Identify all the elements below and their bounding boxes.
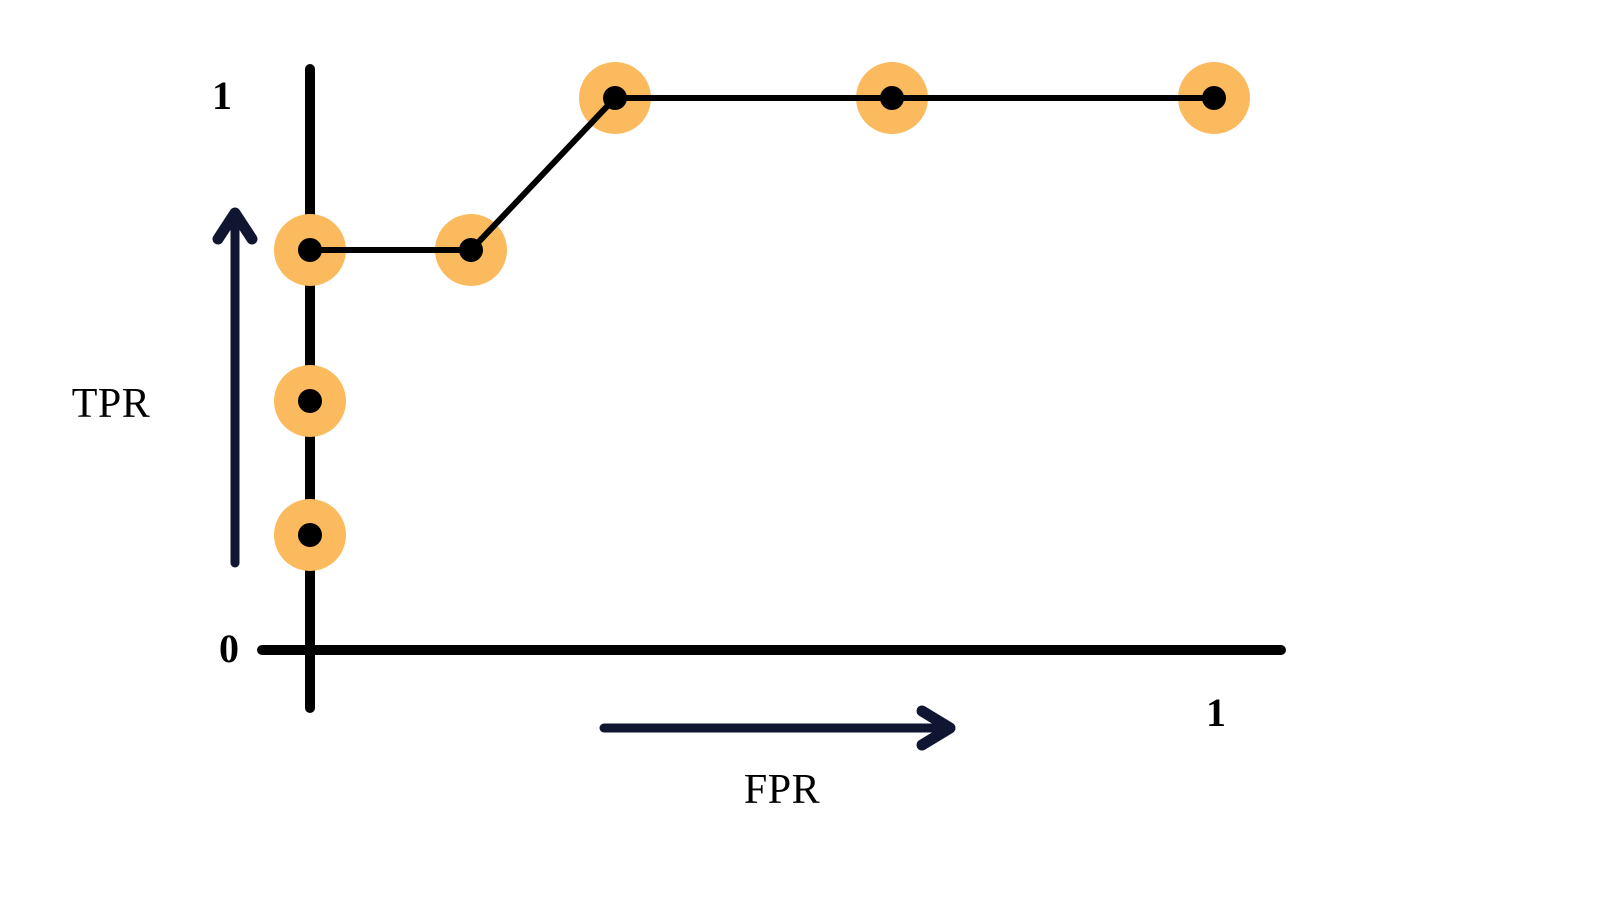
direction-arrows-group [212, 207, 956, 751]
marker-dots-group [298, 86, 1226, 547]
y-axis-min-tick-label: 0 [219, 626, 239, 671]
tpr-up-arrow-icon [212, 207, 258, 568]
fpr-right-arrow-icon [599, 705, 956, 751]
roc-point-marker[interactable] [459, 238, 483, 262]
roc-point-marker[interactable] [1202, 86, 1226, 110]
roc-point-marker[interactable] [298, 238, 322, 262]
roc-point-marker[interactable] [298, 389, 322, 413]
x-axis-max-tick-label: 1 [1206, 690, 1226, 735]
marker-halos-group [274, 62, 1250, 571]
roc-point-marker[interactable] [880, 86, 904, 110]
y-axis-max-tick-label: 1 [212, 73, 232, 118]
y-axis-name-label: TPR [71, 381, 151, 427]
axes-group [257, 64, 1286, 713]
roc-point-marker[interactable] [603, 86, 627, 110]
x-axis-name-label: FPR [743, 767, 821, 813]
roc-point-marker[interactable] [298, 523, 322, 547]
